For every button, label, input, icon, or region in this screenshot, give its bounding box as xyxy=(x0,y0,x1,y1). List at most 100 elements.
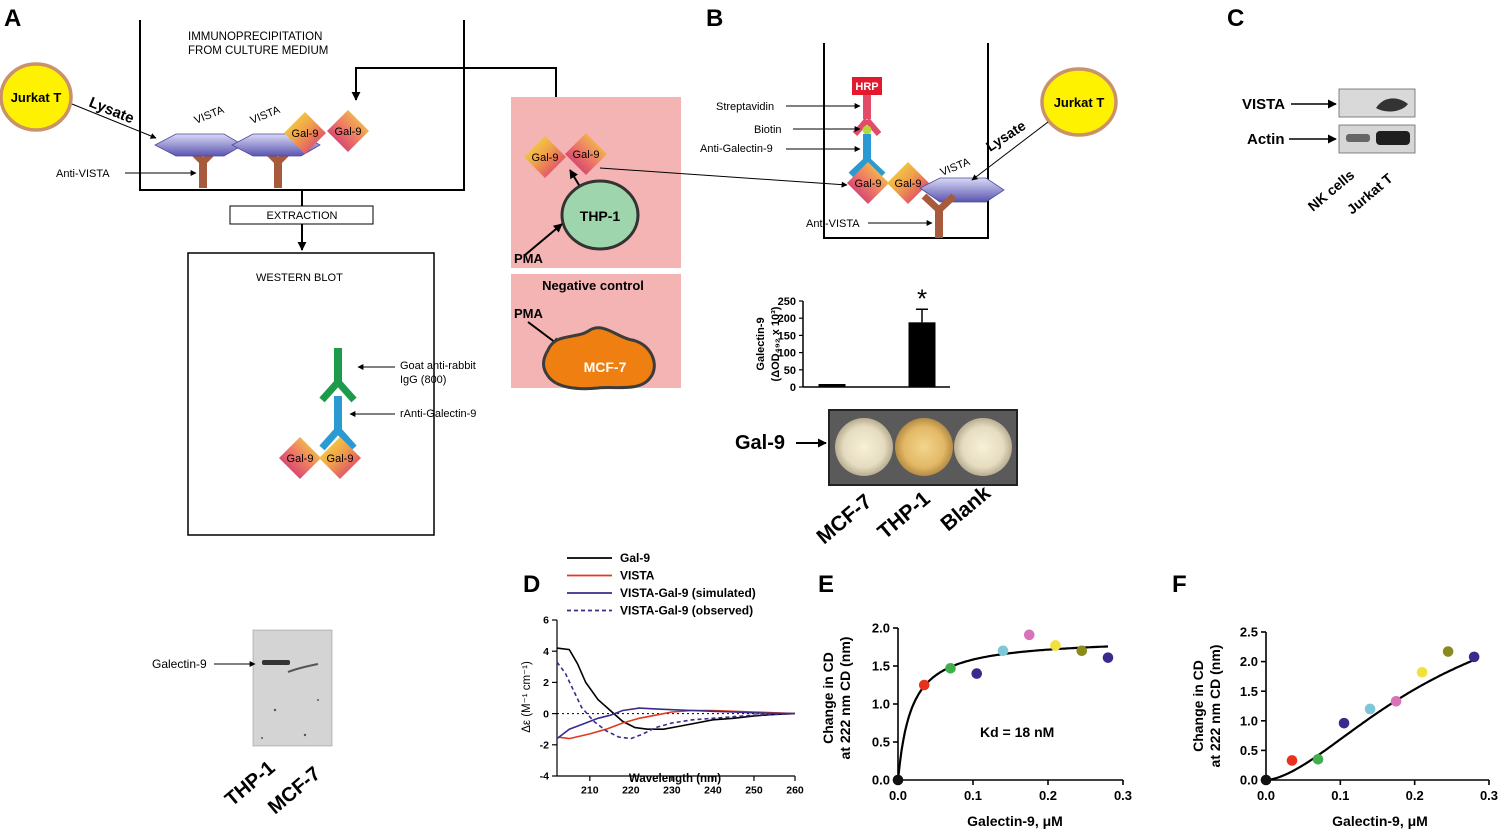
d-ytick-label: -2 xyxy=(540,739,549,751)
bar-ytick-label: 250 xyxy=(778,296,796,308)
vista-label-1: VISTA xyxy=(193,104,227,127)
biotin-dot xyxy=(862,125,872,135)
pma-label-mcf7: PMA xyxy=(514,306,544,321)
e-ytick-label: 2.0 xyxy=(872,621,890,636)
gal9-free xyxy=(327,110,369,152)
lysate-label: Lysate xyxy=(87,94,137,127)
bar-significance-marker: * xyxy=(917,283,927,313)
d-legend-label: VISTA xyxy=(620,569,655,583)
e-ylabel-1: Change in CD xyxy=(820,652,836,744)
e-xtick-label: 0.3 xyxy=(1114,788,1132,803)
plate-lane-thp1: THP-1 xyxy=(873,487,935,544)
panel-c: VISTA Actin NK cells Jurkat T xyxy=(1242,88,1416,217)
e-xtick-label: 0.0 xyxy=(889,788,907,803)
ip-title-line-1: IMMUNOPRECIPITATION xyxy=(188,31,322,43)
anti-galectin-stem xyxy=(863,134,871,162)
streptavidin-shape xyxy=(863,95,871,119)
blot-speck-1 xyxy=(273,708,277,712)
d-legend-label: Gal-9 xyxy=(620,551,650,565)
e-xtick-label: 0.1 xyxy=(964,788,982,803)
goat-label-1: Goat anti-rabbit xyxy=(400,360,476,372)
c-actin-label: Actin xyxy=(1247,131,1285,148)
lysate-arrow xyxy=(71,103,157,139)
d-legend-label: VISTA-Gal-9 (observed) xyxy=(620,604,753,618)
streptavidin-label: Streptavidin xyxy=(716,101,774,113)
bar-ytick-label: 50 xyxy=(784,365,796,377)
b-anti-vista-label: Anti-VISTA xyxy=(806,218,860,230)
e-ytick-label: 0.0 xyxy=(872,773,890,788)
anti-galectin-label: Anti-Galectin-9 xyxy=(700,143,773,155)
biotin-label: Biotin xyxy=(754,124,782,136)
b-lysate-arrow xyxy=(971,121,1049,181)
gal9-blot-2 xyxy=(319,437,361,479)
e-data-point xyxy=(945,662,956,674)
f-xlabel: Galectin-9, μM xyxy=(1332,813,1428,829)
e-ytick-label: 1.5 xyxy=(872,659,890,674)
plate-lane-blank: Blank xyxy=(936,481,995,536)
e-kd-annotation: Kd = 18 nM xyxy=(980,724,1054,740)
jurkat-cell xyxy=(0,62,73,132)
e-data-point xyxy=(971,668,983,679)
f-ytick-label: 0.0 xyxy=(1240,773,1258,788)
f-xtick-label: 0.0 xyxy=(1257,788,1275,803)
mcf7-cell xyxy=(542,326,656,391)
d-ytick-label: 2 xyxy=(543,677,549,689)
ip-title-line-2: FROM CULTURE MEDIUM xyxy=(188,45,328,57)
f-data-point xyxy=(1312,753,1324,765)
gal9-blot-1 xyxy=(279,437,321,479)
panel-label-b: B xyxy=(706,5,723,32)
jurkat-cell-label: Jurkat T xyxy=(11,90,62,105)
thp1-gal9-1-label: Gal-9 xyxy=(532,152,559,164)
panel-label-a: A xyxy=(4,5,21,32)
panel-b: HRP Gal-9 Gal-9 VISTA Streptavidin Bioti… xyxy=(700,43,1118,549)
blot-band-thp1 xyxy=(262,660,290,665)
elisa-well xyxy=(823,43,989,239)
blot-speck-2 xyxy=(303,733,307,737)
ranti-antibody-arm-right xyxy=(335,427,357,451)
blot-speck-3 xyxy=(317,699,319,701)
hrp-label: HRP xyxy=(855,81,878,93)
f-fit-curve xyxy=(1265,658,1475,782)
ranti-antibody-stem xyxy=(334,396,342,430)
gal9-free-label: Gal-9 xyxy=(335,126,362,138)
plate-gal9-label: Gal-9 xyxy=(735,432,785,454)
f-ytick-label: 2.0 xyxy=(1240,654,1258,669)
d-xtick-label: 240 xyxy=(704,785,722,797)
gal9-blot-2-label: Gal-9 xyxy=(327,453,354,465)
d-xtick-label: 220 xyxy=(622,785,640,797)
c-vista-band xyxy=(1376,98,1408,112)
gal9-bound-label: Gal-9 xyxy=(292,128,319,140)
vista-label-2: VISTA xyxy=(249,104,283,127)
anti-galectin-arm-left xyxy=(848,157,870,178)
e-ytick-label: 0.5 xyxy=(872,735,890,750)
bar-ylabel-1: Galectin-9 xyxy=(755,317,767,370)
thp1-cell-label: THP-1 xyxy=(580,208,621,224)
f-ytick-label: 2.5 xyxy=(1240,625,1258,640)
e-data-point xyxy=(1076,645,1088,657)
f-data-point xyxy=(1416,666,1428,678)
f-xtick-label: 0.3 xyxy=(1480,788,1498,803)
b-gal9-1-label: Gal-9 xyxy=(855,178,882,190)
b-gal9-1 xyxy=(847,162,889,204)
e-xtick-label: 0.2 xyxy=(1039,788,1057,803)
d-ytick-label: 6 xyxy=(543,615,549,627)
c-actin-band-jurkat xyxy=(1376,131,1410,145)
western-blot-box xyxy=(187,252,435,536)
c-actin-band-nk xyxy=(1346,134,1370,142)
hrp-box xyxy=(852,77,882,95)
d-legend-label: VISTA-Gal-9 (simulated) xyxy=(620,586,756,600)
well-mcf7 xyxy=(835,418,893,476)
western-blot-image xyxy=(252,629,333,747)
f-data-point xyxy=(1286,755,1298,766)
panel-label-c: C xyxy=(1227,5,1244,32)
pma-label-thp1: PMA xyxy=(514,251,544,266)
b-gal9-2 xyxy=(887,162,929,204)
ranti-antibody-arm-left xyxy=(319,427,341,451)
negative-control-label: Negative control xyxy=(542,278,644,293)
transfer-arrow xyxy=(351,67,557,101)
well-thp1 xyxy=(895,418,953,476)
goat-antibody-stem xyxy=(334,348,342,382)
